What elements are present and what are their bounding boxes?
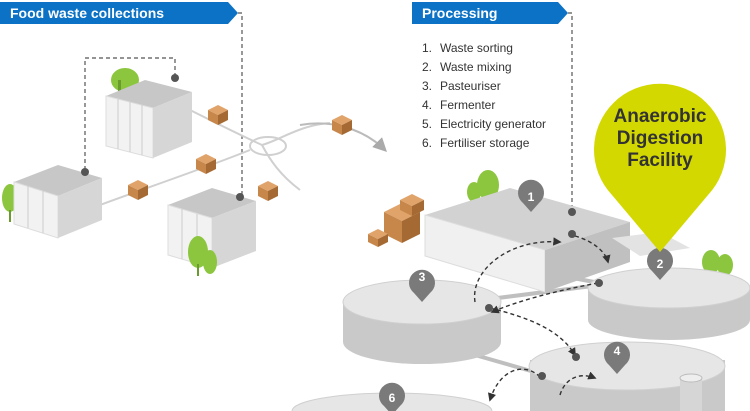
- step-number-3: 3.: [422, 79, 432, 93]
- step-number-4: 4.: [422, 98, 432, 112]
- pin-6-label: 6: [389, 391, 396, 405]
- pin-4-label: 4: [614, 344, 621, 358]
- flow-dots: [485, 208, 603, 380]
- facility-trees: [467, 170, 733, 276]
- food-waste-collections-banner: Food waste collections: [0, 2, 238, 24]
- anaerobic-digestion-pin: Anaerobic Digestion Facility: [594, 83, 726, 252]
- processing-banner: Processing: [412, 2, 568, 24]
- collections-banner-label: Food waste collections: [10, 5, 164, 21]
- processing-banner-label: Processing: [422, 5, 497, 21]
- waste-boxes: [128, 105, 424, 247]
- facility-line-1: Anaerobic: [614, 106, 707, 127]
- pin-1-label: 1: [528, 190, 535, 204]
- facility-line-2: Digestion: [617, 128, 704, 149]
- pin-2-label: 2: [657, 257, 664, 271]
- pin-3: 3: [409, 269, 436, 302]
- step-number-1: 1.: [422, 41, 432, 55]
- processing-steps-list: 1. Waste sorting 2. Waste mixing 3. Past…: [422, 41, 546, 150]
- step-label-6: Fertiliser storage: [440, 136, 530, 150]
- step-label-5: Electricity generator: [440, 117, 546, 131]
- step-label-1: Waste sorting: [440, 41, 513, 55]
- pin-1: 1: [518, 179, 544, 212]
- step-number-5: 5.: [422, 117, 432, 131]
- waste-stack: [368, 194, 424, 247]
- step-label-4: Fermenter: [440, 98, 495, 112]
- process-flow-arrows: [473, 235, 611, 402]
- step-label-3: Pasteuriser: [440, 79, 501, 93]
- waste-mixing-tank: [587, 267, 750, 340]
- generator-chimney: [679, 373, 703, 411]
- step-number-6: 6.: [422, 136, 432, 150]
- collection-building-top: [105, 68, 192, 159]
- step-label-2: Waste mixing: [440, 60, 512, 74]
- collection-building-bottom: [167, 188, 256, 276]
- facility-line-3: Facility: [627, 150, 693, 171]
- collection-building-left: [2, 165, 102, 239]
- step-number-2: 2.: [422, 60, 432, 74]
- pin-3-label: 3: [419, 270, 426, 284]
- pin-2: 2: [647, 247, 673, 280]
- route-markers: [81, 74, 244, 201]
- pin-6: 6: [379, 382, 405, 411]
- pin-4: 4: [604, 341, 631, 374]
